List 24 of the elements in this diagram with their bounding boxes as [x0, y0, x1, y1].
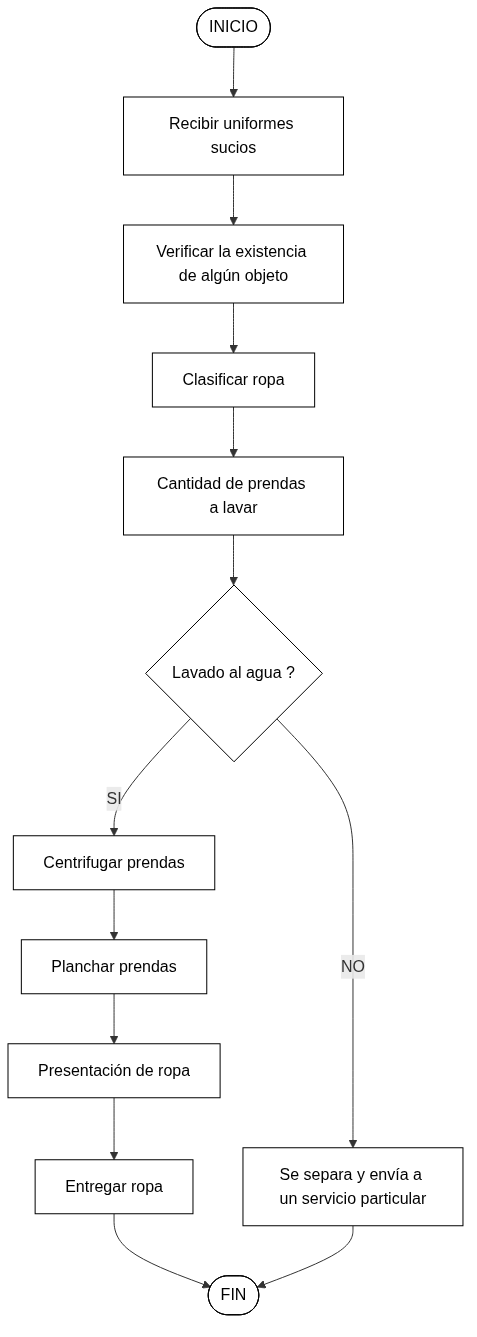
node-box: Clasificar ropa [151, 352, 316, 408]
node-box: Cantidad de prendas a lavar [123, 456, 344, 536]
edge-label: SI [106, 789, 122, 807]
arrow [109, 993, 119, 1045]
node-box: Verificar la existencia de algún objeto [123, 224, 344, 304]
arrow [229, 406, 238, 458]
node-box: Se separa y envía a un servicio particular [242, 1147, 464, 1227]
arrow [276, 718, 358, 1149]
node-box: Centrifugar prendas [12, 835, 216, 891]
arrow [113, 1213, 212, 1289]
arrow [229, 47, 238, 98]
edge-label: NO [340, 957, 365, 975]
node-box: Presentación de ropa [7, 1043, 221, 1099]
arrow [229, 174, 238, 226]
arrow [229, 302, 238, 354]
arrow [109, 1097, 119, 1161]
arrow [109, 718, 191, 837]
node-box: Planchar prendas [20, 939, 208, 995]
arrow [229, 534, 238, 586]
node-diamond: Lavado al agua ? [145, 584, 323, 763]
arrow [109, 889, 119, 941]
node-box: Recibir uniformes sucios [123, 96, 344, 176]
node-box: Entregar ropa [34, 1159, 194, 1215]
arrow [256, 1225, 354, 1289]
